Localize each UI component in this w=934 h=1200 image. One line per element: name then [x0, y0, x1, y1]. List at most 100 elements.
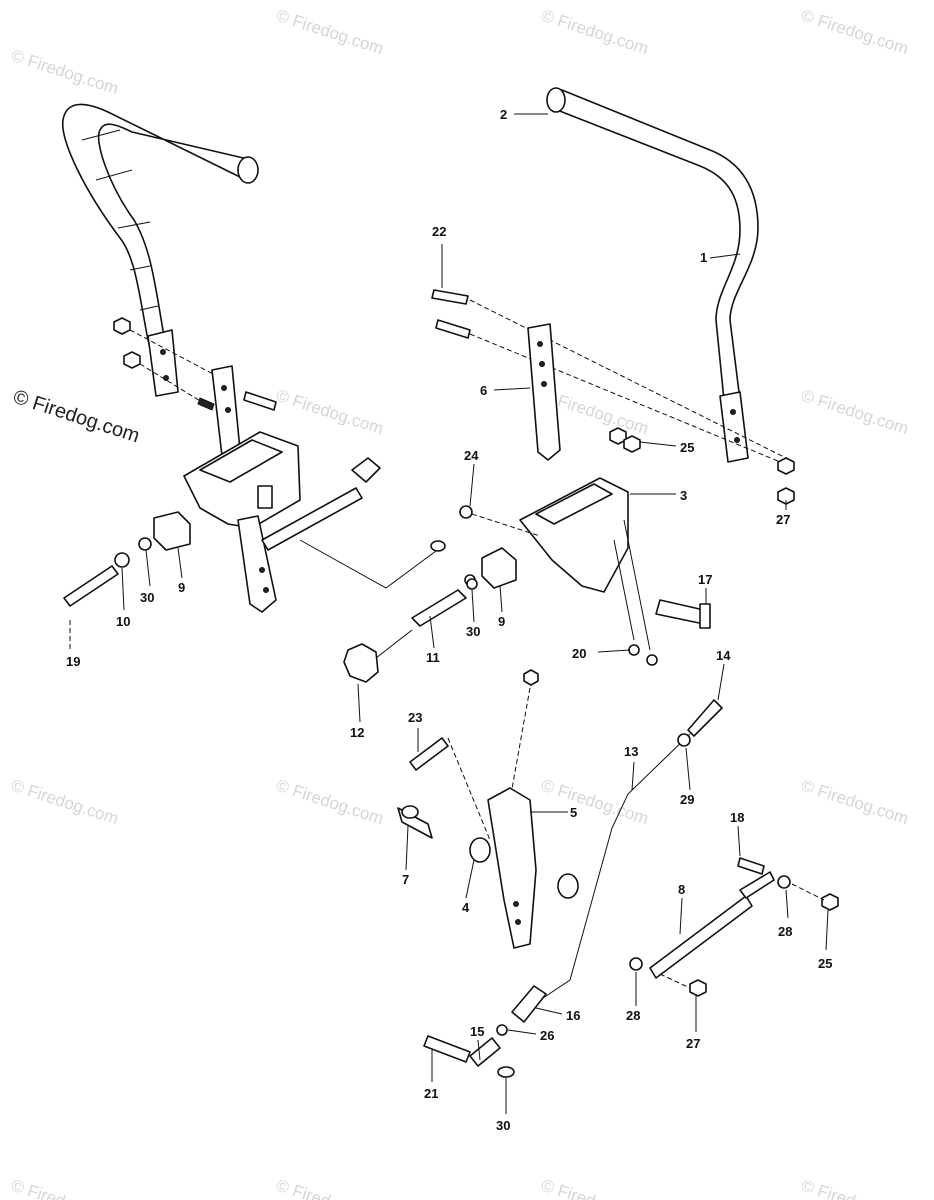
- watermark: © Firedog.com: [274, 6, 386, 59]
- watermark: © Firedog.com: [539, 6, 651, 59]
- knob-shaft: [375, 629, 413, 659]
- grip-lines: [81, 129, 159, 311]
- callout-30b: 30: [466, 624, 480, 639]
- callout-8: 8: [678, 882, 685, 897]
- hex-nut: [113, 317, 131, 335]
- bracket-3: [519, 477, 629, 593]
- callout-17: 17: [698, 572, 712, 587]
- watermark: © Firedog.com: [9, 1176, 121, 1200]
- callout-23: 23: [408, 710, 422, 725]
- nut-28: [777, 875, 791, 889]
- bolt-21: [423, 1035, 471, 1063]
- bushing: [557, 873, 579, 899]
- rod-end-15: [469, 1037, 501, 1067]
- rod-end: [351, 457, 381, 483]
- watermark: © Firedog.com: [9, 46, 121, 99]
- bolt-22: [435, 319, 471, 339]
- callout-12: 12: [350, 725, 364, 740]
- callout-16: 16: [566, 1008, 580, 1023]
- hex-nut: [777, 457, 795, 475]
- callout-13: 13: [624, 744, 638, 759]
- callout-22: 22: [432, 224, 446, 239]
- callout-15: 15: [470, 1024, 484, 1039]
- left-handle-assembly: [62, 103, 517, 683]
- callout-7: 7: [402, 872, 409, 887]
- gas-strut-8: [649, 895, 753, 979]
- plate-hole: [541, 381, 547, 387]
- bracket-window: [257, 485, 273, 509]
- bolt-18: [737, 857, 765, 875]
- plate-6: [527, 323, 561, 461]
- bolt-22: [431, 289, 469, 305]
- bracket-hole: [730, 409, 736, 415]
- hex-nut: [523, 669, 539, 686]
- callout-25b: 25: [818, 956, 832, 971]
- bolt-head: [699, 603, 711, 629]
- watermark: © Firedog.com: [539, 1176, 651, 1200]
- right-handle-bar: [547, 88, 759, 401]
- spring: [197, 397, 215, 411]
- callout-9b: 9: [498, 614, 505, 629]
- watermark: © Firedog.com: [274, 386, 386, 439]
- block-9: [153, 511, 191, 551]
- watermark: © Firedog.com: [9, 776, 121, 829]
- spring-10: [114, 552, 130, 568]
- watermark: © Firedog.com: [799, 386, 911, 439]
- lever-hole: [259, 567, 265, 573]
- lever-arm: [237, 515, 277, 613]
- hex-nut: [623, 435, 641, 453]
- coupler-16: [511, 985, 547, 1023]
- hex-nut: [777, 487, 795, 505]
- callout-6: 6: [480, 383, 487, 398]
- link-rod: [299, 539, 441, 589]
- callout-19: 19: [66, 654, 80, 669]
- bolt: [243, 391, 277, 411]
- rod-13: [539, 733, 691, 1001]
- washer-24: [459, 505, 473, 519]
- lower-assembly: [397, 669, 839, 1078]
- hex-nut: [123, 351, 141, 369]
- hex-nut-27: [689, 979, 707, 997]
- rod-end-14: [687, 699, 723, 737]
- washer: [466, 578, 478, 590]
- lever-hole: [515, 919, 521, 925]
- rod-eye: [430, 540, 446, 552]
- callout-5: 5: [570, 805, 577, 820]
- hex-nut-25: [821, 893, 839, 911]
- washer-30: [497, 1066, 515, 1078]
- callout-24: 24: [464, 448, 479, 463]
- washer: [138, 537, 152, 551]
- bracket-hole: [160, 349, 166, 355]
- right-handle-assembly: [431, 87, 795, 666]
- bracket-hole: [163, 375, 169, 381]
- bracket-slot: [199, 439, 283, 483]
- watermark: © Firedog.com: [274, 776, 386, 829]
- screw-20: [646, 654, 658, 666]
- callout-20: 20: [572, 646, 586, 661]
- screw-20: [628, 644, 640, 656]
- callout-27b: 27: [686, 1036, 700, 1051]
- copyright-text: © Firedog.com: [10, 386, 142, 448]
- watermark: © Firedog.com: [539, 776, 651, 829]
- plate-hole: [537, 341, 543, 347]
- handle-bracket: [147, 329, 179, 397]
- knob-12: [343, 643, 379, 683]
- watermark: © Firedog.com: [799, 776, 911, 829]
- callout-3: 3: [680, 488, 687, 503]
- callout-2: 2: [500, 107, 507, 122]
- callout-9a: 9: [178, 580, 185, 595]
- watermark: © Firedog.com: [274, 1176, 386, 1200]
- bracket-slot: [535, 483, 613, 525]
- plate-hole: [225, 407, 231, 413]
- lever-hole: [513, 901, 519, 907]
- callout-10: 10: [116, 614, 130, 629]
- dash-lines: [613, 519, 651, 651]
- nut-26: [496, 1024, 508, 1036]
- callout-28a: 28: [778, 924, 792, 939]
- block-9: [481, 547, 517, 589]
- watermark: © Firedog.com: [799, 1176, 911, 1200]
- callout-4: 4: [462, 900, 470, 915]
- bolt-17: [655, 599, 705, 625]
- spring-rod: [261, 487, 363, 551]
